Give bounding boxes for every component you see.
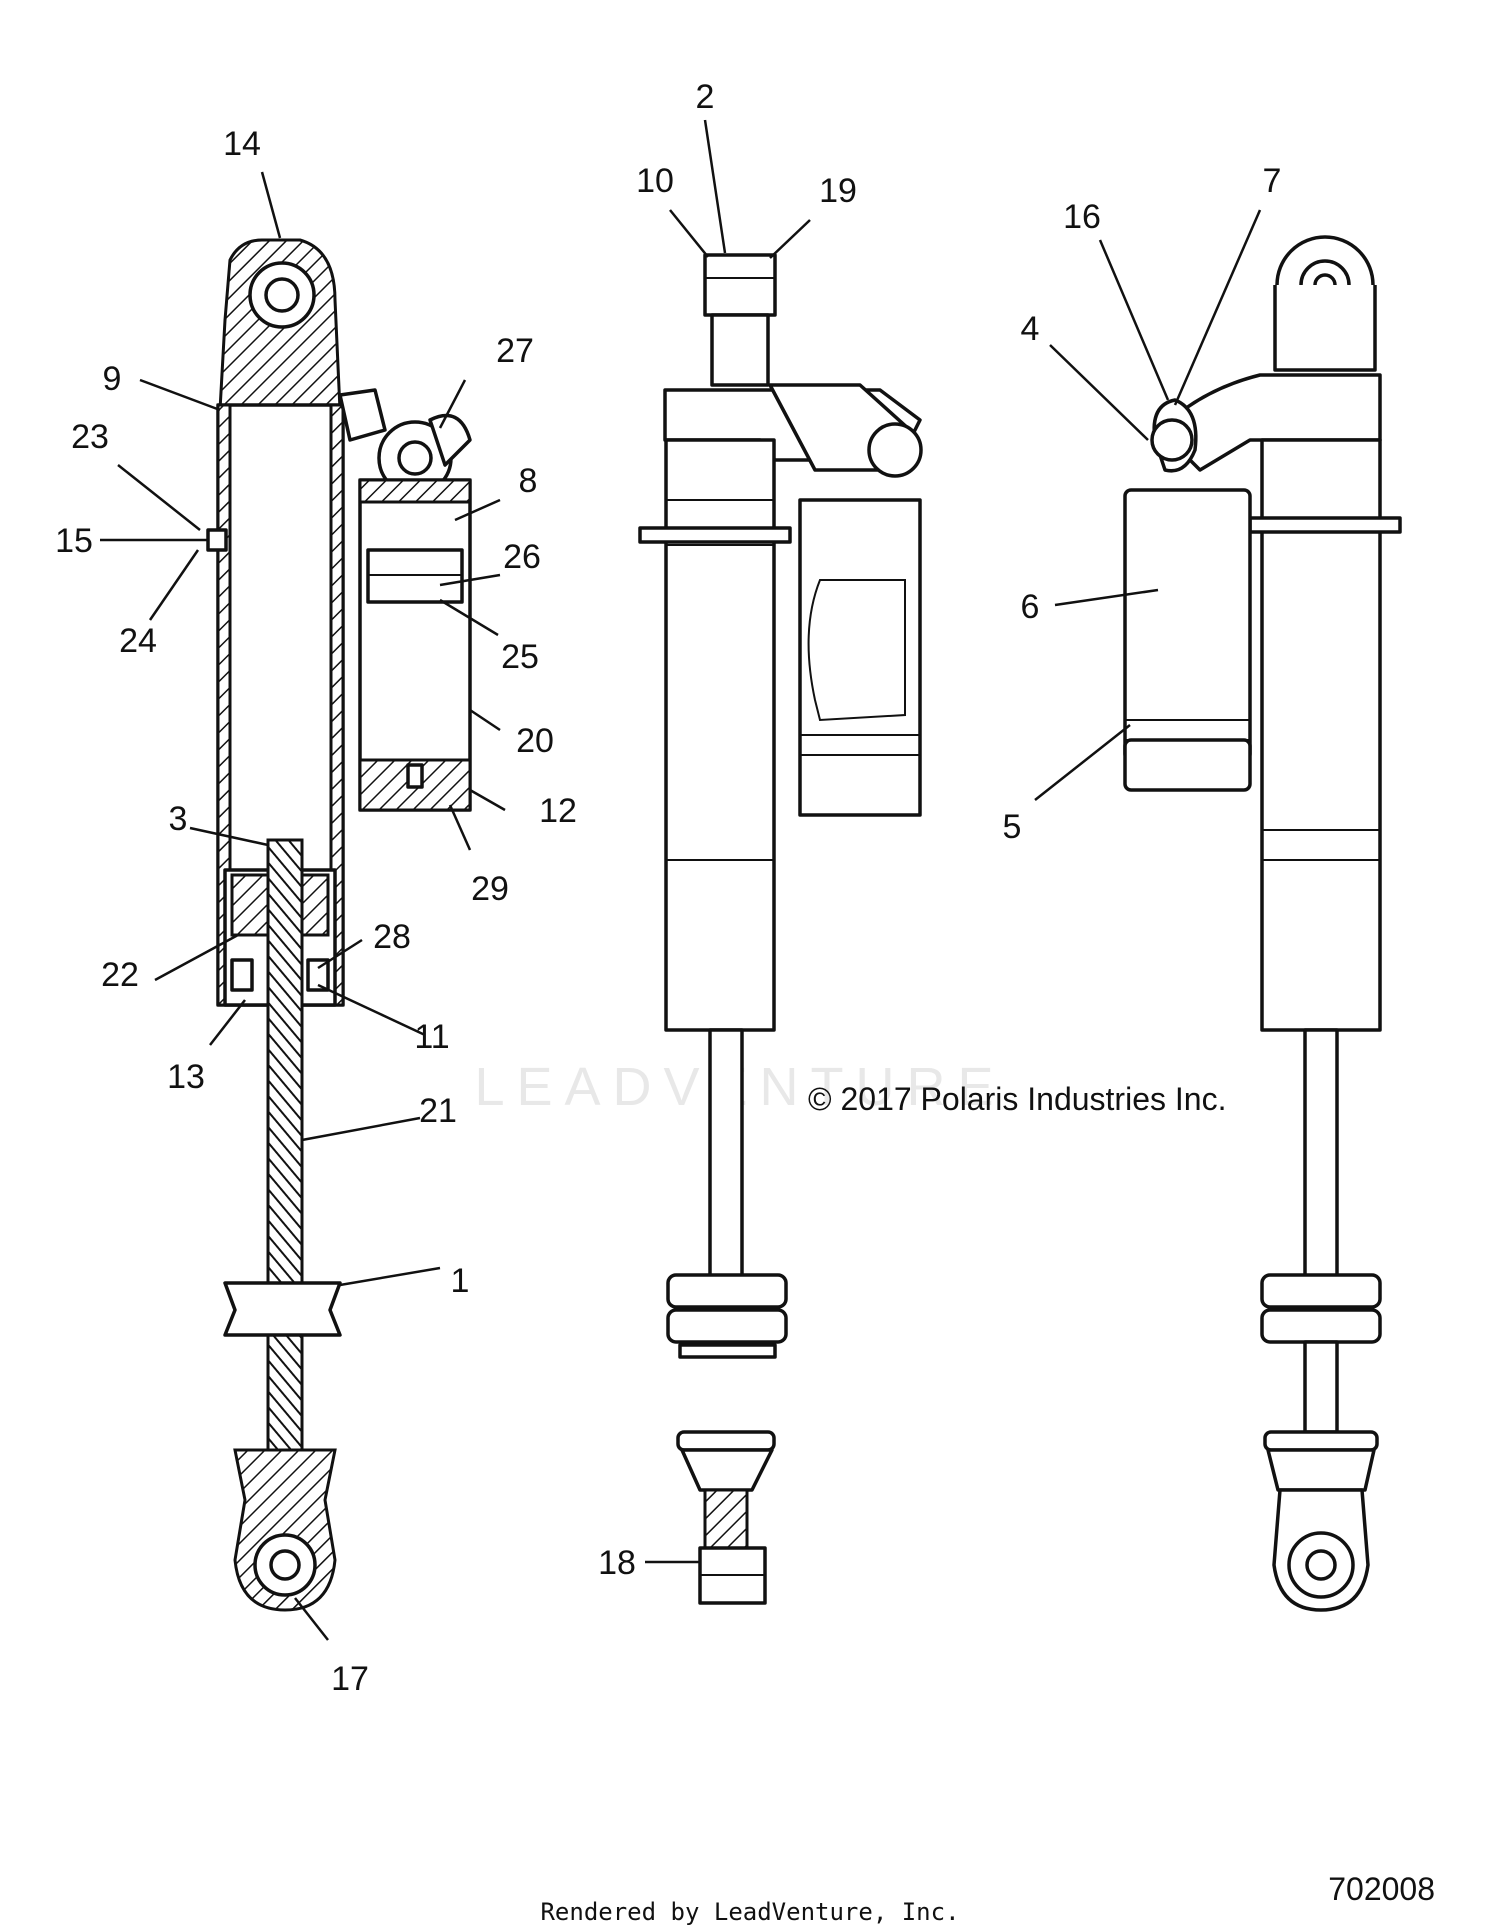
callout-24: 24 <box>119 622 157 660</box>
callout-26: 26 <box>503 538 541 576</box>
callout-6: 6 <box>1021 588 1040 626</box>
callout-8: 8 <box>519 462 538 500</box>
callout-4: 4 <box>1021 310 1040 348</box>
callout-23: 23 <box>71 418 109 456</box>
render-footer: Rendered by LeadVenture, Inc. <box>540 1898 959 1926</box>
callout-20: 20 <box>516 722 554 760</box>
callout-12: 12 <box>539 792 577 830</box>
callout-5: 5 <box>1003 808 1022 846</box>
callout-9: 9 <box>103 360 122 398</box>
callout-27: 27 <box>496 332 534 370</box>
right-shock-view <box>1123 235 1402 1612</box>
callout-14: 14 <box>223 125 261 163</box>
callout-7: 7 <box>1263 162 1282 200</box>
callout-10: 10 <box>636 162 674 200</box>
callout-labels: 14 9 27 8 23 15 24 26 25 20 12 29 3 28 2… <box>55 78 1281 1698</box>
callout-25: 25 <box>501 638 539 676</box>
callout-13: 13 <box>167 1058 205 1096</box>
callout-17: 17 <box>331 1660 369 1698</box>
callout-28: 28 <box>373 918 411 956</box>
callout-29: 29 <box>471 870 509 908</box>
figure-number: 702008 <box>1328 1871 1435 1907</box>
callout-18: 18 <box>598 1544 636 1582</box>
callout-15: 15 <box>55 522 93 560</box>
callout-19: 19 <box>819 172 857 210</box>
callout-2: 2 <box>696 78 715 116</box>
callout-1: 1 <box>451 1262 470 1300</box>
callout-3: 3 <box>169 800 188 838</box>
callout-leader-lines <box>100 119 1262 1641</box>
callout-21: 21 <box>419 1092 457 1130</box>
callout-11: 11 <box>414 1018 449 1056</box>
copyright-notice: © 2017 Polaris Industries Inc. <box>808 1081 1226 1117</box>
left-shock-cross-section <box>206 238 472 1612</box>
callout-16: 16 <box>1063 198 1101 236</box>
middle-shock-view <box>638 253 923 1605</box>
callout-22: 22 <box>101 956 139 994</box>
